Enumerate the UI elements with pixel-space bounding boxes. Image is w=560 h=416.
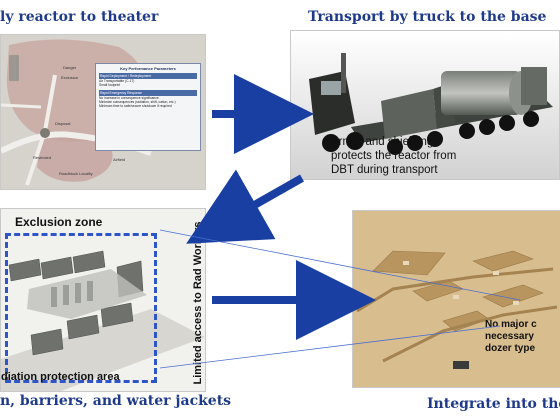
base-note-line: No major c [485, 319, 537, 330]
map-label-roadblock: Roadblock Locality [59, 171, 93, 176]
truck-annotation-line: Armor and shielding [331, 136, 434, 148]
kpp-line: Minimum time to safe/secure shutdown if … [99, 104, 172, 108]
base-note-line: dozer type [485, 343, 536, 354]
truck-illustration [291, 31, 559, 179]
truck-annotation-line: DBT during transport [331, 164, 438, 176]
kpp-line: No increase in consequence significance [99, 96, 159, 100]
map-label-disposal: Disposal [55, 121, 70, 126]
caption-bottom-right: Integrate into the b [427, 396, 560, 412]
limited-access-label: Limited access to Rad Workers [192, 221, 204, 385]
base-note-line: necessary [485, 331, 534, 342]
kpp-title: Key Performance Parameters [120, 66, 176, 71]
kpp-line: Rapid Deployment / Redeployment [99, 73, 197, 79]
exclusion-zone-label: Exclusion zone [15, 215, 103, 229]
kpp-line: Rapid Emergency Response [99, 90, 197, 96]
kpp-box: Key Performance Parameters Rapid Deploym… [95, 63, 201, 151]
radiation-area-label: diation protection area [1, 371, 120, 383]
map-label-danger: Danger [63, 65, 77, 70]
kpp-line: Small footprint [99, 83, 121, 87]
caption-top-right: Transport by truck to the base [308, 9, 547, 25]
kpp-line: Minimize consequences (radiation, shift,… [99, 100, 176, 104]
map-label-restricted: Restricted [33, 155, 51, 160]
map-panel: Danger Exclusion Disposal Restricted Air… [0, 34, 206, 190]
caption-top-left: ly reactor to theater [0, 9, 159, 25]
base-note: No major c necessary dozer type [485, 319, 537, 355]
map-label-airfield: Airfield [113, 157, 125, 162]
truck-panel: Armor and shielding protects the reactor… [290, 30, 560, 180]
base-illustration [353, 211, 560, 387]
caption-bottom-left: n, barriers, and water jackets [0, 393, 232, 409]
exclusion-dashed-box [5, 233, 157, 383]
truck-annotation-line: protects the reactor from [331, 150, 457, 162]
truck-annotation: Armor and shielding protects the reactor… [331, 135, 456, 177]
kpp-line: Air Transportable (C-17) [99, 79, 135, 83]
map-label-exclusion: Exclusion [61, 75, 78, 80]
base-panel: No major c necessary dozer type [352, 210, 560, 388]
arrow-diagonal [186, 169, 304, 244]
exclusion-panel: Exclusion zone diation protection area L… [0, 208, 206, 392]
